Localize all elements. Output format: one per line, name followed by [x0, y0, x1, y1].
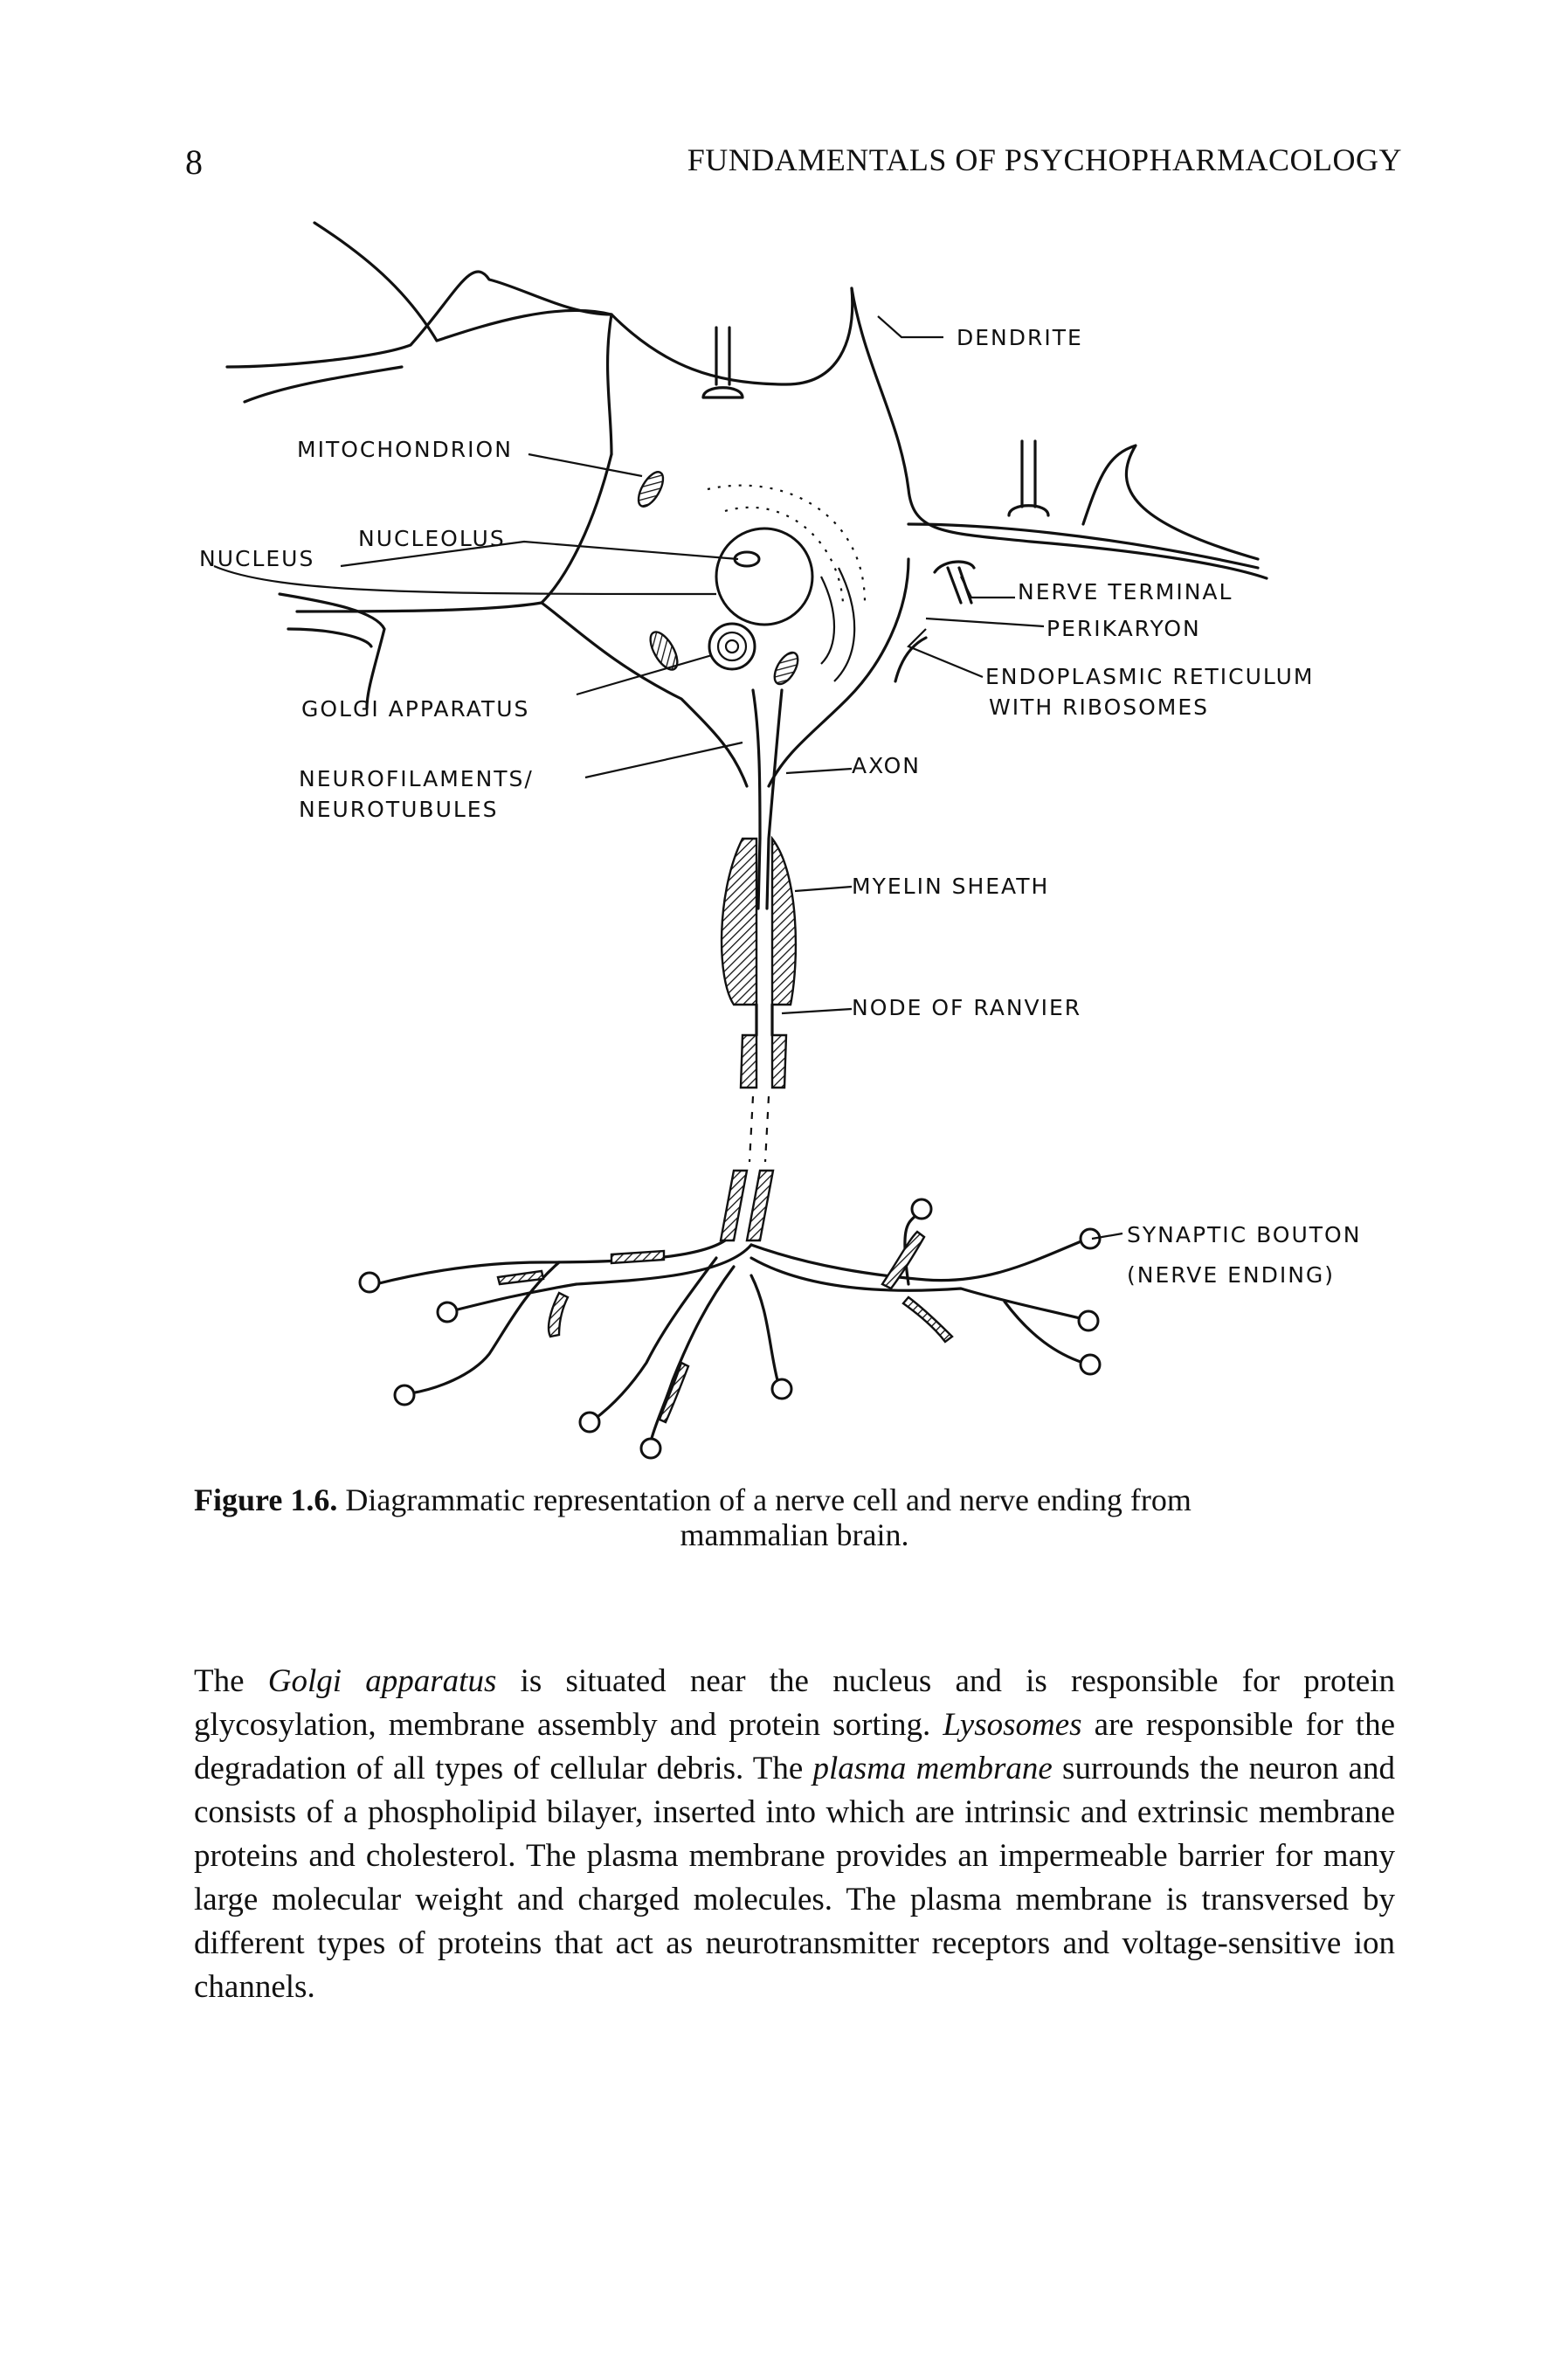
label-golgi: GOLGI APPARATUS — [301, 696, 529, 722]
label-mitochondrion: MITOCHONDRION — [297, 437, 513, 462]
label-dendrite: DENDRITE — [957, 325, 1083, 350]
cell-body — [225, 221, 1268, 788]
label-node-of-ranvier: NODE OF RANVIER — [852, 995, 1081, 1020]
label-er-line1: ENDOPLASMIC RETICULUM — [985, 664, 1314, 689]
term-plasma-membrane: plasma membrane — [812, 1751, 1053, 1786]
label-nucleolus: NUCLEOLUS — [358, 526, 506, 551]
dendritic-spine — [701, 326, 1050, 517]
term-golgi-apparatus: Golgi apparatus — [267, 1663, 497, 1699]
figure-caption: Figure 1.6. Diagrammatic representation … — [194, 1482, 1395, 1552]
body-text-segment: surrounds the neuron and consists of a p… — [194, 1751, 1395, 2005]
label-neurofilaments-line1: NEUROFILAMENTS/ — [299, 766, 534, 791]
label-perikaryon: PERIKARYON — [1046, 616, 1201, 641]
label-nucleus: NUCLEUS — [199, 546, 314, 571]
body-paragraph: The Golgi apparatus is situated near the… — [194, 1660, 1395, 2009]
axon — [719, 688, 798, 1242]
term-lysosomes: Lysosomes — [943, 1707, 1082, 1743]
leader-lines — [213, 315, 1123, 1240]
caption-label: Figure 1.6. — [194, 1482, 338, 1517]
caption-line1: Diagrammatic representation of a nerve c… — [345, 1482, 1192, 1517]
endoplasmic-reticulum — [707, 484, 867, 682]
caption-line2: mammalian brain. — [680, 1517, 909, 1552]
terminal-arborization — [358, 1198, 1102, 1460]
label-myelin-sheath: MYELIN SHEATH — [852, 874, 1049, 899]
label-neurofilaments-line2: NEUROTUBULES — [299, 797, 498, 822]
body-text-segment: The — [194, 1663, 268, 1699]
label-synaptic-bouton-line2: (NERVE ENDING) — [1127, 1262, 1335, 1288]
label-synaptic-bouton-line1: SYNAPTIC BOUTON — [1127, 1222, 1361, 1247]
body-text-segment: are responsible for the degradation of a… — [194, 1707, 1395, 1786]
label-er-line2: WITH RIBOSOMES — [989, 694, 1209, 720]
golgi-apparatus — [708, 622, 756, 671]
body-text-segment: is situated near the nucleus and is resp… — [194, 1663, 1395, 1743]
page-number: 8 — [185, 142, 203, 182]
label-nerve-terminal: NERVE TERMINAL — [1018, 579, 1233, 605]
neuron-diagram: DENDRITE MITOCHONDRION NUCLEOLUS NUCLEUS… — [199, 221, 1361, 1460]
nucleus — [715, 527, 814, 626]
mitochondria — [637, 471, 799, 686]
nucleolus — [733, 550, 761, 568]
running-head: FUNDAMENTALS OF PSYCHOPHARMACOLOGY — [687, 142, 1402, 177]
label-axon: AXON — [852, 753, 921, 778]
